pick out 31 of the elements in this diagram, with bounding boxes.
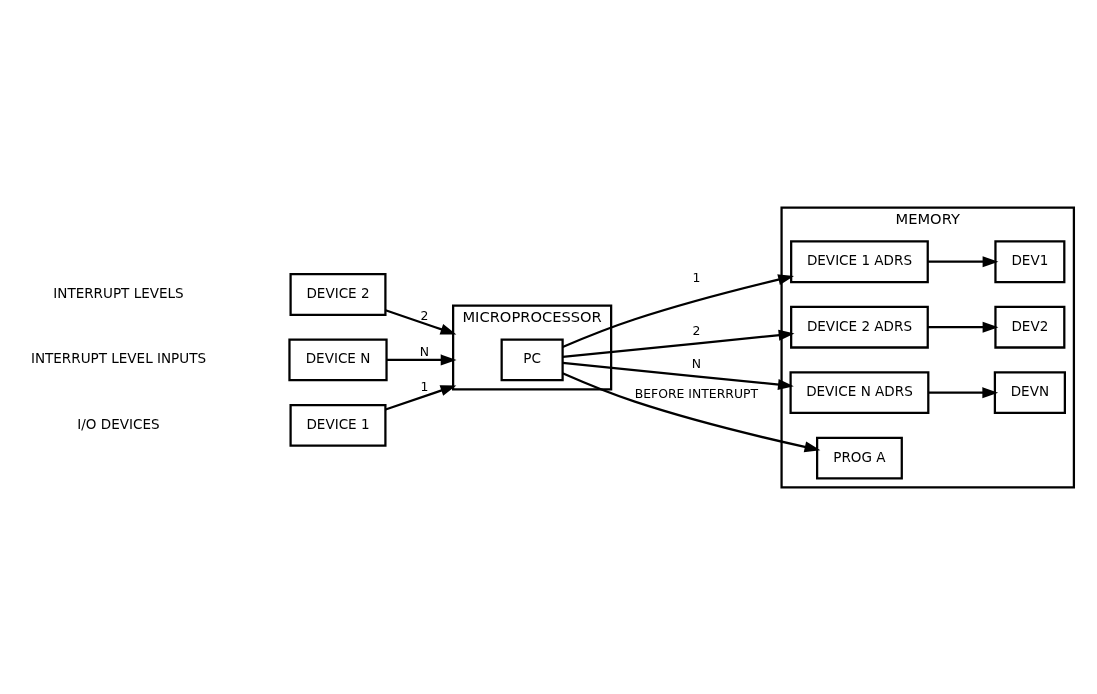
arrow [386, 353, 457, 365]
node-box: DEVICE 1 ADRS [790, 239, 929, 283]
arrow [562, 371, 821, 452]
edge-label: 2 [420, 307, 429, 323]
node-box: DEV2 [994, 305, 1066, 349]
node-box: DEVICE 1 [289, 403, 387, 447]
arrow [562, 329, 795, 358]
node-box: DEVICE 2 [289, 272, 387, 316]
node-box: DEVICE 2 ADRS [790, 305, 929, 349]
node-box: PC [500, 337, 564, 381]
arrow [562, 361, 794, 390]
node-box: DEVN [993, 370, 1066, 414]
label: I/O DEVICES [77, 415, 160, 432]
edge-label: 1 [692, 269, 701, 285]
node-box: DEVICE N [288, 337, 388, 381]
arrow [562, 273, 794, 348]
label: INTERRUPT LEVELS [53, 284, 184, 301]
label: INTERRUPT LEVEL INPUTS [30, 349, 207, 366]
arrow [385, 384, 457, 411]
node-box: PROG A [816, 436, 903, 480]
arrow [928, 255, 999, 267]
arrow [385, 308, 457, 335]
node-box: DEVICE N ADRS [789, 370, 930, 414]
node-box: DEV1 [994, 239, 1066, 283]
edge-label: N [691, 355, 701, 371]
edge-label: 1 [420, 378, 429, 394]
edge-label: 2 [692, 322, 701, 338]
arrow [928, 321, 999, 333]
arrow [928, 386, 999, 398]
edge-label: BEFORE INTERRUPT [634, 385, 759, 401]
edge-label: N [419, 343, 429, 359]
